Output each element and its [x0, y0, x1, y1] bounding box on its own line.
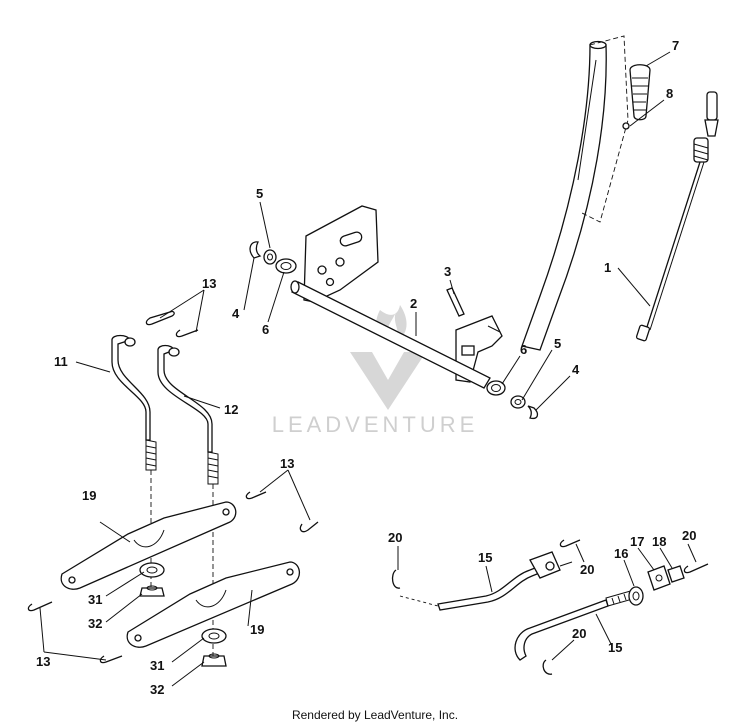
- callout-32-lower: 32: [150, 682, 164, 697]
- callout-20-middle: 20: [580, 562, 594, 577]
- callout-6-right: 6: [520, 342, 527, 357]
- callout-15-upper: 15: [478, 550, 492, 565]
- hairpin-top-2: [175, 329, 199, 338]
- e-clip-left: [249, 241, 262, 259]
- callout-12: 12: [224, 402, 238, 417]
- callout-5-left: 5: [256, 186, 263, 201]
- hairpin-20-left: [391, 569, 401, 589]
- e-clip-right: [527, 405, 539, 420]
- callout-15-lower: 15: [608, 640, 622, 655]
- adjustment-washer: [628, 586, 644, 606]
- hairpin-mid-1: [245, 491, 267, 500]
- bushing-left: [275, 258, 297, 274]
- lift-link-left: [111, 334, 157, 471]
- lift-arm-upper: [60, 501, 237, 590]
- callout-20-right: 20: [682, 528, 696, 543]
- callout-13-bottom: 13: [36, 654, 50, 669]
- callout-13-middle: 13: [280, 456, 294, 471]
- callout-7: 7: [672, 38, 679, 53]
- trunnion-block: [647, 565, 671, 591]
- callout-13-top: 13: [202, 276, 216, 291]
- callout-4-left: 4: [232, 306, 240, 321]
- handle-hidden-outline: [579, 35, 629, 223]
- callout-6-left: 6: [262, 322, 269, 337]
- washer-right: [510, 395, 526, 409]
- nut-lower: [201, 653, 227, 667]
- nut-upper: [139, 585, 165, 597]
- callout-4-right: 4: [572, 362, 580, 377]
- callout-3: 3: [444, 264, 451, 279]
- callout-31-upper: 31: [88, 592, 102, 607]
- callout-2: 2: [410, 296, 417, 311]
- callout-19-upper: 19: [82, 488, 96, 503]
- hairpin-bottom-2: [99, 655, 123, 664]
- clevis-pin: [446, 287, 465, 317]
- watermark-brand: LEADVENTURE: [272, 412, 479, 437]
- hairpin-20-bottom: [542, 659, 553, 675]
- callout-16: 16: [614, 546, 628, 561]
- callout-19-lower: 19: [250, 622, 264, 637]
- lift-handle: [521, 40, 607, 351]
- control-cable: [635, 91, 719, 342]
- rod-dashed-path-upper: [399, 595, 439, 607]
- grip-clip: [622, 122, 630, 130]
- leader-lines: [39, 51, 697, 687]
- callout-5-right: 5: [554, 336, 561, 351]
- lock-nut: [667, 565, 685, 583]
- adjustment-rod-lower: [514, 589, 637, 661]
- callout-31-lower: 31: [150, 658, 164, 673]
- callout-1: 1: [604, 260, 611, 275]
- adjustment-rod-upper: [437, 551, 573, 611]
- cross-shaft: [290, 280, 491, 389]
- render-credit: Rendered by LeadVenture, Inc.: [291, 708, 459, 722]
- callout-18: 18: [652, 534, 666, 549]
- lift-handle-bracket: [455, 315, 503, 383]
- washer-left: [263, 249, 277, 265]
- callout-11: 11: [54, 354, 68, 369]
- callout-32-upper: 32: [88, 616, 102, 631]
- callout-17: 17: [630, 534, 644, 549]
- hairpin-20-right: [683, 563, 709, 574]
- hairpin-mid-2: [299, 521, 319, 533]
- lift-link-right: [157, 344, 219, 485]
- callout-20-left: 20: [388, 530, 402, 545]
- lift-arm-lower: [126, 561, 300, 648]
- spacer-upper: [139, 562, 165, 578]
- hairpin-bottom-1: [27, 601, 53, 612]
- handle-grip: [629, 64, 651, 121]
- callout-20-bottom: 20: [572, 626, 586, 641]
- bushing-right: [486, 380, 506, 396]
- mounting-plate: [303, 205, 379, 303]
- callout-8: 8: [666, 86, 673, 101]
- hairpin-20-top: [559, 539, 581, 548]
- spacer-lower: [201, 628, 227, 644]
